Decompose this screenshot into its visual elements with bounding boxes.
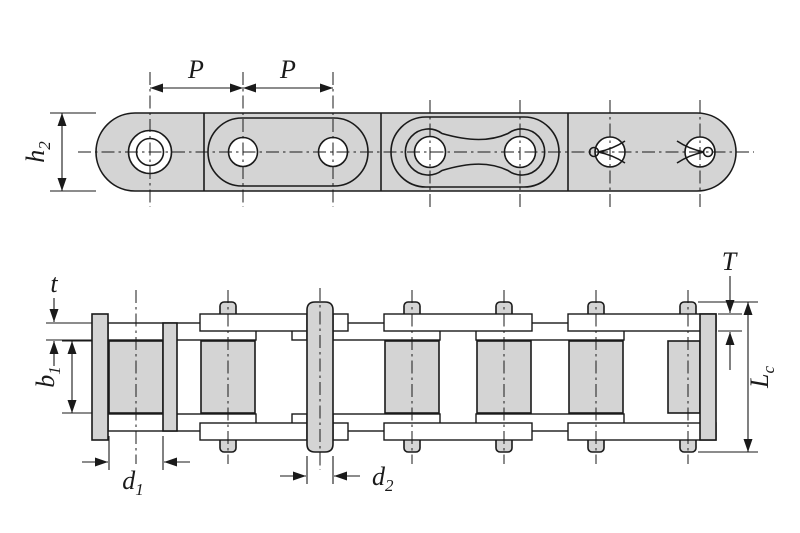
outer-plate-bar (332, 313, 349, 332)
roller (667, 340, 701, 414)
outer-plate-bar (567, 313, 717, 332)
sectioned-outer-plate (91, 313, 109, 441)
cotter-pin-prong (676, 140, 705, 153)
outer-plate-bar (199, 422, 308, 441)
dim-label-pitch-2: P (279, 55, 296, 84)
sectioned-inner-plate (162, 322, 178, 432)
sectioned-outer-plate (699, 313, 717, 441)
dim-label-plate-height: h2 (21, 141, 54, 163)
cotter-pin-prong (597, 151, 626, 164)
bottom-view: t T b1 Lc d1 d2 (31, 247, 778, 499)
outer-plate-bar (199, 313, 308, 332)
dim-label-roller-diameter: d1 (122, 466, 144, 499)
waisted-plate-contour (404, 128, 546, 176)
dim-label-pitch-1: P (187, 55, 204, 84)
dim-label-inner-plate-thickness: t (50, 269, 58, 298)
dim-label-outer-plate-thickness: T (722, 247, 738, 276)
cotter-pin-prong (597, 140, 626, 153)
dim-label-pin-length: Lc (745, 366, 778, 389)
top-view: P P h2 (21, 55, 754, 207)
outer-plate-bar (383, 313, 533, 332)
outer-plate-bar (383, 422, 533, 441)
cotter-pin-prong (676, 151, 705, 164)
outer-plate-bar (332, 422, 349, 441)
dim-label-pin-diameter: d2 (372, 462, 394, 495)
dim-label-inner-width: b1 (31, 366, 64, 388)
outer-plate-bar (567, 422, 717, 441)
